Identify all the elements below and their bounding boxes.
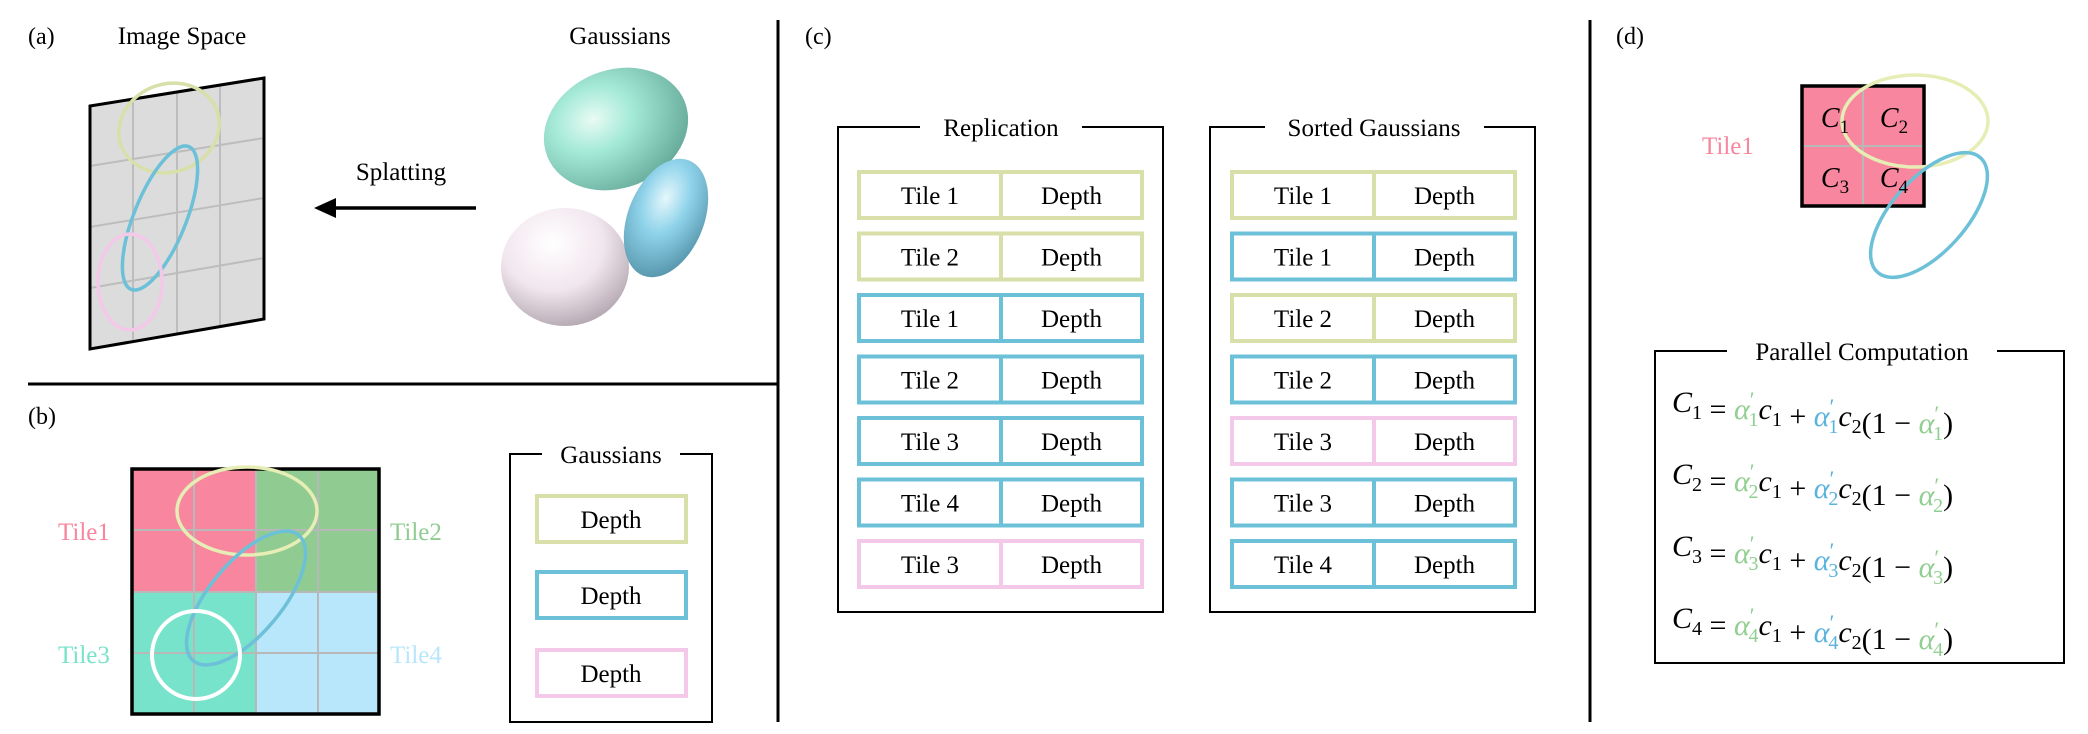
replication-tile-cell: Tile 2 (901, 368, 959, 395)
replication-tile-cell: Tile 3 (901, 429, 959, 456)
replication-row: Tile 2 Depth (857, 231, 1144, 282)
equation-line: C3 = α′3c1 + α′3c2(1 − α′3) (1672, 530, 1953, 589)
sorted-depth-cell: Depth (1414, 491, 1476, 518)
tile-grid (130, 465, 381, 716)
splatting-label: Splatting (356, 159, 447, 186)
panel-d-label: (d) (1616, 24, 1644, 50)
tile-ellipse-yellow (175, 465, 319, 557)
replication-depth-cell: Depth (1041, 552, 1103, 579)
replication-title: Replication (943, 115, 1059, 142)
panel-b-label: (b) (28, 404, 56, 430)
panel-d-tile1-label: Tile1 (1702, 133, 1754, 160)
legend-item-blue-label: Depth (580, 583, 642, 610)
tile-ellipse-blue (184, 529, 308, 667)
cell-c1: C1 (1821, 103, 1849, 138)
sorted-tile-cell: Tile 1 (1274, 245, 1332, 272)
sorted-depth-cell: Depth (1414, 429, 1476, 456)
replication-depth-cell: Depth (1041, 368, 1103, 395)
sorted-row: Tile 2 Depth (1230, 293, 1517, 343)
cell-ellipse-yellow (1840, 73, 1990, 169)
replication-tile-cell: Tile 1 (901, 306, 959, 333)
gaussian-ellipse-blue (120, 144, 200, 292)
legend-item-yellow-label: Depth (580, 507, 642, 534)
equation-line: C4 = α′4c1 + α′4c2(1 − α′4) (1672, 602, 1953, 661)
parallel-computation-box: Parallel Computation C1 = α′1c1 + α′1c2(… (1654, 339, 2065, 664)
cell-c3: C3 (1821, 163, 1849, 198)
gaussian-ellipse-yellow (117, 81, 221, 175)
replication-depth-cell: Depth (1041, 491, 1103, 518)
sorted-depth-cell: Depth (1414, 183, 1476, 210)
single-tile-diagram: C1 C2 C3 C4 (1800, 73, 1990, 280)
sorted-depth-cell: Depth (1414, 306, 1476, 333)
parallel-computation-title: Parallel Computation (1755, 339, 1969, 366)
replication-row: Tile 4 Depth (857, 477, 1144, 528)
splatting-arrow (314, 198, 476, 218)
sorted-row: Tile 3 Depth (1230, 477, 1517, 528)
replication-tile-cell: Tile 4 (901, 491, 960, 518)
replication-depth-cell: Depth (1041, 245, 1103, 272)
sorted-tile-cell: Tile 2 (1274, 306, 1332, 333)
replication-tile-cell: Tile 3 (901, 552, 959, 579)
tile2-label: Tile2 (390, 519, 442, 546)
legend-item-blue (535, 570, 688, 620)
image-space-title: Image Space (118, 23, 246, 50)
tile4-label: Tile4 (390, 642, 442, 669)
equation-line: C2 = α′2c1 + α′2c2(1 − α′2) (1672, 458, 1953, 517)
sorted-depth-cell: Depth (1414, 368, 1476, 395)
sorted-tile-cell: Tile 4 (1274, 552, 1333, 579)
sorted-depth-cell: Depth (1414, 245, 1476, 272)
sorted-row: Tile 2 Depth (1230, 354, 1517, 405)
sorted-title: Sorted Gaussians (1288, 115, 1461, 142)
gaussians-3d (501, 67, 709, 326)
legend-item-pink (535, 648, 688, 698)
sorted-tile-cell: Tile 2 (1274, 368, 1332, 395)
legend-title: Gaussians (560, 442, 661, 469)
replication-row: Tile 1 Depth (857, 293, 1144, 343)
gaussian-3d-pink (501, 208, 629, 326)
legend-item-yellow (535, 494, 688, 544)
sorted-row: Tile 1 Depth (1230, 170, 1517, 220)
sorted-row: Tile 4 Depth (1230, 539, 1517, 589)
tile-ellipse-white (150, 609, 242, 701)
sorted-tile-cell: Tile 1 (1274, 183, 1332, 210)
sorted-tile-cell: Tile 3 (1274, 491, 1332, 518)
legend-item-pink-label: Depth (580, 661, 642, 688)
panel-c-label: (c) (805, 24, 832, 50)
sorted-row: Tile 3 Depth (1230, 416, 1517, 466)
equation-line: C1 = α′1c1 + α′1c2(1 − α′1) (1672, 386, 1953, 445)
panel-a-label: (a) (28, 24, 55, 50)
sorted-row: Tile 1 Depth (1230, 231, 1517, 282)
replication-depth-cell: Depth (1041, 429, 1103, 456)
replication-depth-cell: Depth (1041, 183, 1103, 210)
replication-row: Tile 2 Depth (857, 354, 1144, 405)
replication-row: Tile 3 Depth (857, 539, 1144, 589)
tile3-label: Tile3 (58, 642, 110, 669)
replication-row: Tile 3 Depth (857, 416, 1144, 466)
sorted-depth-cell: Depth (1414, 552, 1476, 579)
equations: C1 = α′1c1 + α′1c2(1 − α′1) C2 = α′2c1 + … (1672, 386, 1953, 661)
sorted-tile-cell: Tile 3 (1274, 429, 1332, 456)
gaussians-legend: Gaussians Depth Depth Depth (509, 442, 713, 723)
cell-c2: C2 (1880, 103, 1908, 138)
gaussian-3d-blue (623, 158, 709, 278)
cell-c4: C4 (1880, 163, 1909, 198)
replication-depth-cell: Depth (1041, 306, 1103, 333)
gaussian-3d-teal (543, 67, 689, 191)
image-plane (88, 76, 266, 351)
gaussians-title: Gaussians (569, 23, 670, 50)
replication-tile-cell: Tile 1 (901, 183, 959, 210)
cell-ellipse-blue (1868, 150, 1990, 280)
replication-row: Tile 1 Depth (857, 170, 1144, 220)
tile1-label: Tile1 (58, 519, 110, 546)
replication-tile-cell: Tile 2 (901, 245, 959, 272)
gaussian-ellipse-pink (96, 232, 164, 332)
